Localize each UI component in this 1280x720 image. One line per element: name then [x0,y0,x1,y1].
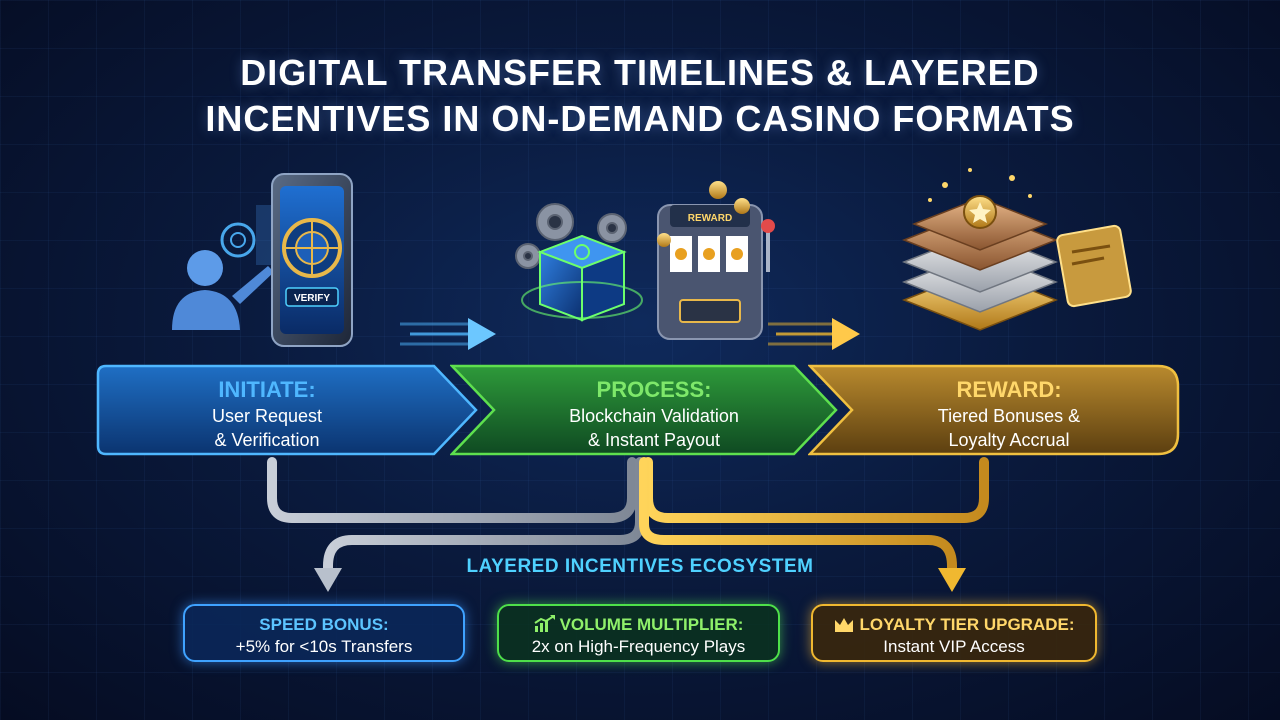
stage-process-arrow-shape [450,364,838,456]
incentive-card-loyalty-tier: LOYALTY TIER UPGRADE: Instant VIP Access [811,604,1097,662]
ecosystem-label: LAYERED INCENTIVES ECOSYSTEM [466,556,814,577]
incentive-card-volume-multiplier: VOLUME MULTIPLIER: 2x on High-Frequency … [497,604,780,662]
stage-initiate-arrow-shape [96,364,478,456]
title-line-1: DIGITAL TRANSFER TIMELINES & LAYERED [240,52,1040,93]
loyalty-tier-heading: LOYALTY TIER UPGRADE: [859,615,1075,634]
speed-bonus-detail: +5% for <10s Transfers [235,637,413,656]
gears-icon [515,203,627,269]
stage-reward-line-2: Loyalty Accrual [948,430,1070,450]
user-avatar-icon [172,250,274,330]
layered-tiers-icon [901,168,1059,331]
volume-multiplier-detail: 2x on High-Frequency Plays [531,637,746,656]
loyalty-tier-detail: Instant VIP Access [883,637,1025,656]
verify-button-label: VERIFY [294,293,330,304]
stage-reward-heading: REWARD: [956,377,1062,402]
silver-arrowhead [314,568,342,592]
slot-sign-label: REWARD [688,213,732,224]
speed-bonus-heading: SPEED BONUS: [259,615,389,634]
speed-arrow-2 [768,318,860,350]
stage-initiate-heading: INITIATE: [218,377,316,402]
title-line-2: INCENTIVES IN ON-DEMAND CASINO FORMATS [205,98,1075,139]
incentive-card-speed-bonus: SPEED BONUS: +5% for <10s Transfers [183,604,465,662]
gold-connectors [639,457,989,577]
stage-process: PROCESS: Blockchain Validation & Instant… [450,364,838,456]
stage-reward-line-1: Tiered Bonuses & [937,406,1081,426]
slot-machine-icon: REWARD [657,181,775,340]
stage-reward: REWARD: Tiered Bonuses & Loyalty Accrual [808,364,1180,456]
crown-icon [835,618,854,632]
volume-multiplier-heading: VOLUME MULTIPLIER: [559,615,744,634]
stage-process-line-1: Blockchain Validation [569,406,739,426]
page-title: DIGITAL TRANSFER TIMELINES & LAYERED INC… [0,50,1280,142]
stage-reward-arrow-shape [808,364,1180,456]
gold-arrowhead [938,568,966,592]
growth-chart-icon [534,615,555,632]
vip-card-icon [1056,224,1132,308]
speed-arrow-1 [400,318,496,350]
silver-connectors [267,457,645,577]
stage-process-heading: PROCESS: [596,377,712,402]
stage-initiate-line-2: & Verification [214,430,320,450]
stage-initiate: INITIATE: User Request & Verification [96,364,478,456]
smartphone-icon: VERIFY [271,173,353,347]
stage-process-line-2: & Instant Payout [587,430,721,450]
blockchain-cube-icon [521,234,643,322]
stage-initiate-line-1: User Request [211,406,323,426]
